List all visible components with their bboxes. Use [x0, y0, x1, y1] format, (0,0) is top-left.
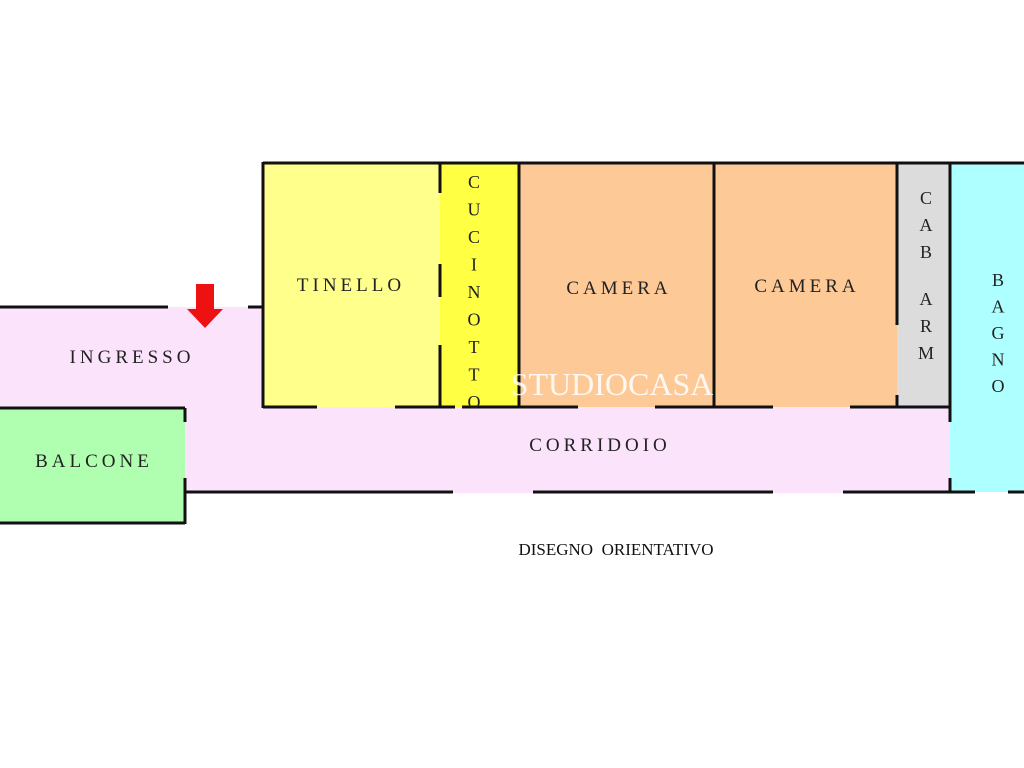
walls [0, 161, 1024, 525]
cab-arm-area [897, 163, 950, 407]
cucinotto-label: CUCINOTTO [464, 172, 484, 420]
corridoio-area [185, 406, 951, 493]
camera2-area [714, 163, 897, 407]
ingresso-label: INGRESSO [70, 347, 195, 368]
arm-label: ARM [916, 289, 936, 370]
caption: DISEGNO ORIENTATIVO [518, 540, 713, 559]
bagno-area [950, 163, 1024, 492]
balcone-label: BALCONE [35, 451, 153, 472]
camera1-label: CAMERA [566, 278, 671, 299]
cab-label: CAB [916, 188, 936, 269]
arrow-down-icon [187, 284, 223, 328]
watermark: STUDIOCASA [511, 366, 714, 402]
tinello-area [263, 163, 440, 407]
corridoio-label: CORRIDOIO [529, 435, 671, 456]
camera2-label: CAMERA [754, 276, 859, 297]
ingresso-area [0, 307, 263, 408]
camera1-area [519, 163, 714, 407]
tinello-label: TINELLO [297, 275, 405, 296]
bagno-label: BAGNO [988, 270, 1008, 403]
cucinotto-area [440, 163, 519, 407]
balcone-area [0, 408, 185, 523]
